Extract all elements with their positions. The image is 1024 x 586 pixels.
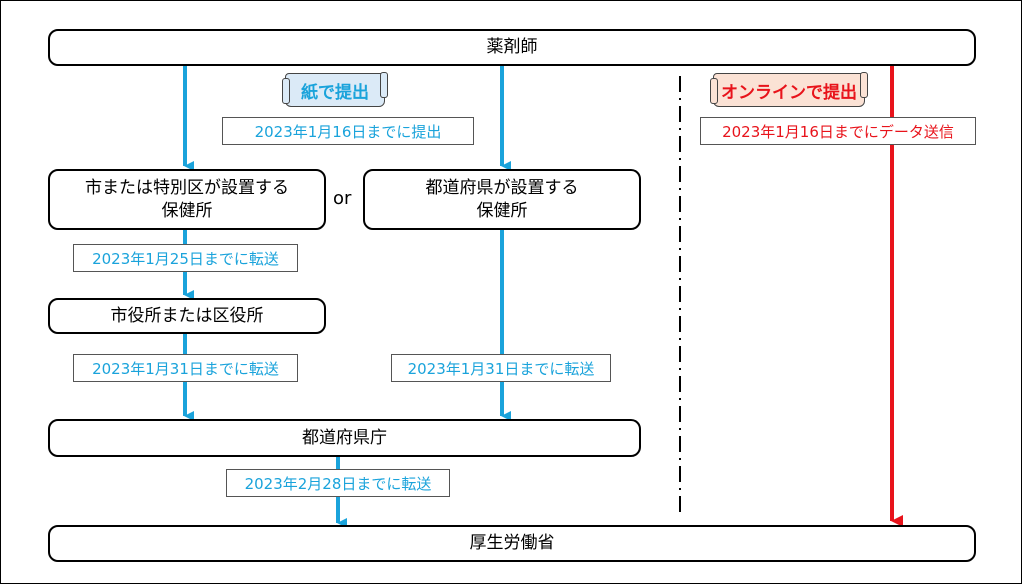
city-health-center-line1: 市または特別区が設置する — [85, 177, 289, 198]
paper-submit-deadline: 2023年1月16日までに提出 — [222, 117, 474, 145]
city-office-box: 市役所または区役所 — [48, 298, 326, 334]
online-method-label: オンラインで提出 — [721, 82, 857, 103]
pref-health-center-line2: 保健所 — [476, 200, 528, 221]
ministry-box: 厚生労働省 — [48, 525, 976, 562]
online-method-banner: オンラインで提出 — [710, 72, 868, 107]
paper-method-banner: 紙で提出 — [282, 72, 388, 107]
pharmacist-box: 薬剤師 — [48, 29, 976, 66]
pref-office-box: 都道府県庁 — [48, 419, 641, 457]
pref-hc-to-pref-deadline: 2023年1月31日までに転送 — [391, 354, 611, 382]
city-to-office-deadline: 2023年1月25日までに転送 — [73, 244, 298, 272]
pref-health-center-line1: 都道府県が設置する — [425, 177, 579, 198]
city-office-label: 市役所または区役所 — [110, 305, 264, 326]
city-health-center-line2: 保健所 — [161, 200, 213, 221]
or-text: or — [333, 188, 352, 209]
pharmacist-label: 薬剤師 — [486, 37, 538, 57]
ministry-label: 厚生労働省 — [469, 533, 555, 553]
pref-health-center-box: 都道府県が設置する 保健所 — [363, 169, 641, 230]
pref-to-ministry-deadline: 2023年2月28日までに転送 — [226, 469, 450, 497]
paper-method-label: 紙で提出 — [301, 82, 369, 103]
office-to-pref-deadline: 2023年1月31日までに転送 — [73, 354, 298, 382]
city-health-center-box: 市または特別区が設置する 保健所 — [48, 169, 326, 230]
pref-office-label: 都道府県庁 — [302, 427, 387, 448]
online-submit-deadline: 2023年1月16日までにデータ送信 — [700, 117, 976, 145]
